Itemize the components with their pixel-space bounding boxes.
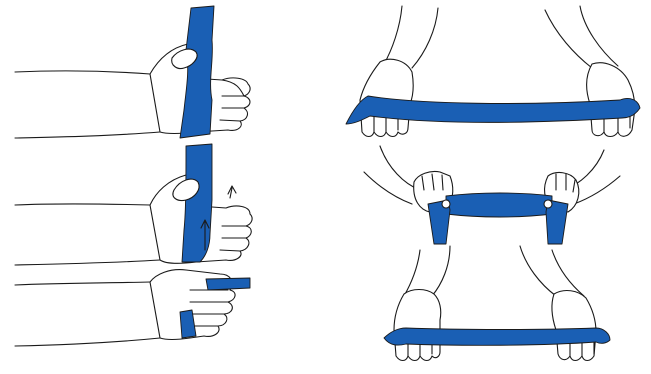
right-thumb-tip [543, 199, 553, 209]
right-arm-lines [519, 245, 585, 297]
left-arm-lines [363, 145, 421, 205]
right-band-tail [545, 199, 569, 245]
left-arm-lines [403, 245, 451, 297]
band-strip [181, 143, 213, 263]
stretch-low-pull [383, 245, 611, 362]
wrap-step-3 [14, 269, 251, 347]
band-stretched [345, 95, 641, 125]
up-arrow-icon [200, 219, 210, 251]
wrap-step-2 [14, 143, 253, 266]
band-wrap [179, 309, 197, 339]
forearm-bottom-line [14, 337, 161, 347]
finger-lines [219, 79, 245, 122]
curve-arrow-icon [227, 185, 237, 199]
thumb-shape [172, 178, 200, 202]
stretch-grip-pull [363, 145, 621, 245]
wrap-step-1 [14, 5, 251, 139]
left-knuckle-lines [421, 173, 444, 191]
left-thumb-tip [441, 199, 451, 209]
right-arm-lines [544, 5, 619, 69]
left-hand-shape [393, 288, 442, 362]
forearm-top-line [14, 203, 151, 206]
forearm-bottom-line [14, 131, 161, 139]
right-knuckle-lines [555, 173, 576, 193]
forearm-top-line [14, 70, 151, 75]
band-strip [179, 5, 215, 139]
thumb-shape [171, 48, 198, 70]
band-gripped [445, 192, 553, 218]
stretch-wide-pull [345, 5, 641, 138]
forearm-top-line [14, 281, 151, 286]
forearm-bottom-line [14, 259, 161, 266]
finger-lines [219, 225, 247, 252]
right-hand-shape [551, 289, 597, 362]
band-low [383, 327, 611, 346]
band-tail [205, 277, 251, 291]
